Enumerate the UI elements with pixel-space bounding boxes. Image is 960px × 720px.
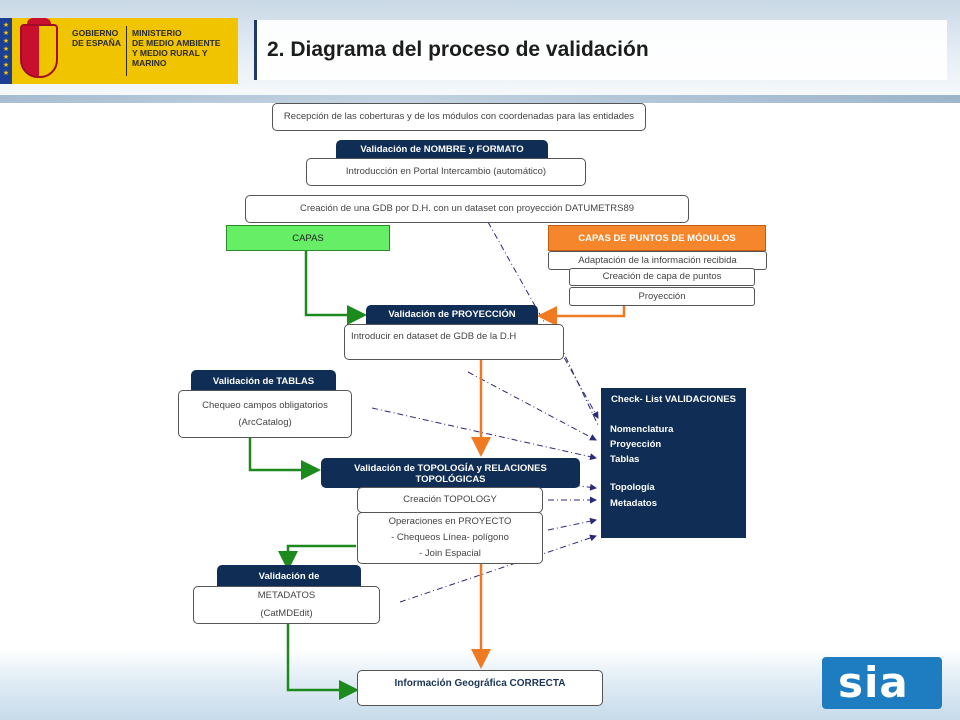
checklist-item: Tablas xyxy=(610,454,640,465)
reception-box: Recepción de las coberturas y de los mód… xyxy=(272,103,646,131)
validation-topology-header: Validación de TOPOLOGÍA y RELACIONES TOP… xyxy=(321,458,580,488)
coat-of-arms-icon xyxy=(20,24,58,78)
ministry-name: MINISTERIO DE MEDIO AMBIENTE Y MEDIO RUR… xyxy=(132,28,221,68)
validation-name-format-header: Validación de NOMBRE y FORMATO xyxy=(336,140,548,160)
page-title: 2. Diagrama del proceso de validación xyxy=(267,38,649,61)
metadatos-box: METADATOS (CatMDEdit) xyxy=(193,586,380,624)
checklist-item: Topología xyxy=(610,482,655,493)
checklist-item: Proyección xyxy=(610,439,662,450)
operaciones-box: Operaciones en PROYECTO - Chequeos Línea… xyxy=(357,512,543,564)
creacion-capa-puntos-box: Creación de capa de puntos xyxy=(569,268,755,286)
gov-name: GOBIERNO DE ESPAÑA xyxy=(72,28,121,48)
checklist-item: Metadatos xyxy=(610,498,657,509)
dashed-connector xyxy=(559,344,599,426)
checklist-item: Nomenclatura xyxy=(610,424,674,435)
green-arrow xyxy=(278,544,356,571)
green-arrow xyxy=(286,624,359,700)
orange-arrow xyxy=(537,306,626,326)
dashed-connector xyxy=(399,534,597,603)
title-bar: 2. Diagrama del proceso de validación xyxy=(254,20,947,80)
dashed-connector xyxy=(547,517,597,531)
eu-flag-icon: ★★★★★★★ xyxy=(0,18,12,84)
checklist-panel: Check- List VALIDACIONES Nomenclatura Pr… xyxy=(601,388,746,538)
header-water-strip xyxy=(0,95,960,103)
gdb-creation-box: Creación de una GDB por D.H. con un data… xyxy=(245,195,689,223)
final-box: Información Geográfica CORRECTA xyxy=(357,670,603,706)
dashed-connector xyxy=(371,407,597,461)
sia-logo: sia xyxy=(822,657,942,709)
capas-puntos-box: CAPAS DE PUNTOS DE MÓDULOS xyxy=(548,225,766,251)
green-arrow xyxy=(304,251,367,325)
dashed-connector xyxy=(467,371,597,441)
capas-box: CAPAS xyxy=(226,225,390,251)
logo-divider xyxy=(126,26,127,76)
proyeccion-step-box: Proyección xyxy=(569,287,755,306)
chequeo-campos-box: Chequeo campos obligatorios (ArcCatalog) xyxy=(178,390,352,438)
creacion-topology-box: Creación TOPOLOGY xyxy=(357,487,543,513)
validation-tables-header: Validación de TABLAS xyxy=(191,370,336,392)
portal-intro-box: Introducción en Portal Intercambio (auto… xyxy=(306,158,586,186)
validation-projection-header: Validación de PROYECCIÓN xyxy=(366,305,538,327)
green-arrow xyxy=(248,438,321,480)
dashed-connector xyxy=(547,481,597,491)
validation-metadata-header: Validación de xyxy=(217,565,361,589)
crown-icon xyxy=(27,18,51,28)
checklist-title: Check- List VALIDACIONES xyxy=(611,394,736,405)
introducir-dataset-box: Introducir en dataset de GDB de la D.H xyxy=(344,324,564,360)
government-logo: ★★★★★★★ GOBIERNO DE ESPAÑA MINISTERIO DE… xyxy=(0,18,238,84)
